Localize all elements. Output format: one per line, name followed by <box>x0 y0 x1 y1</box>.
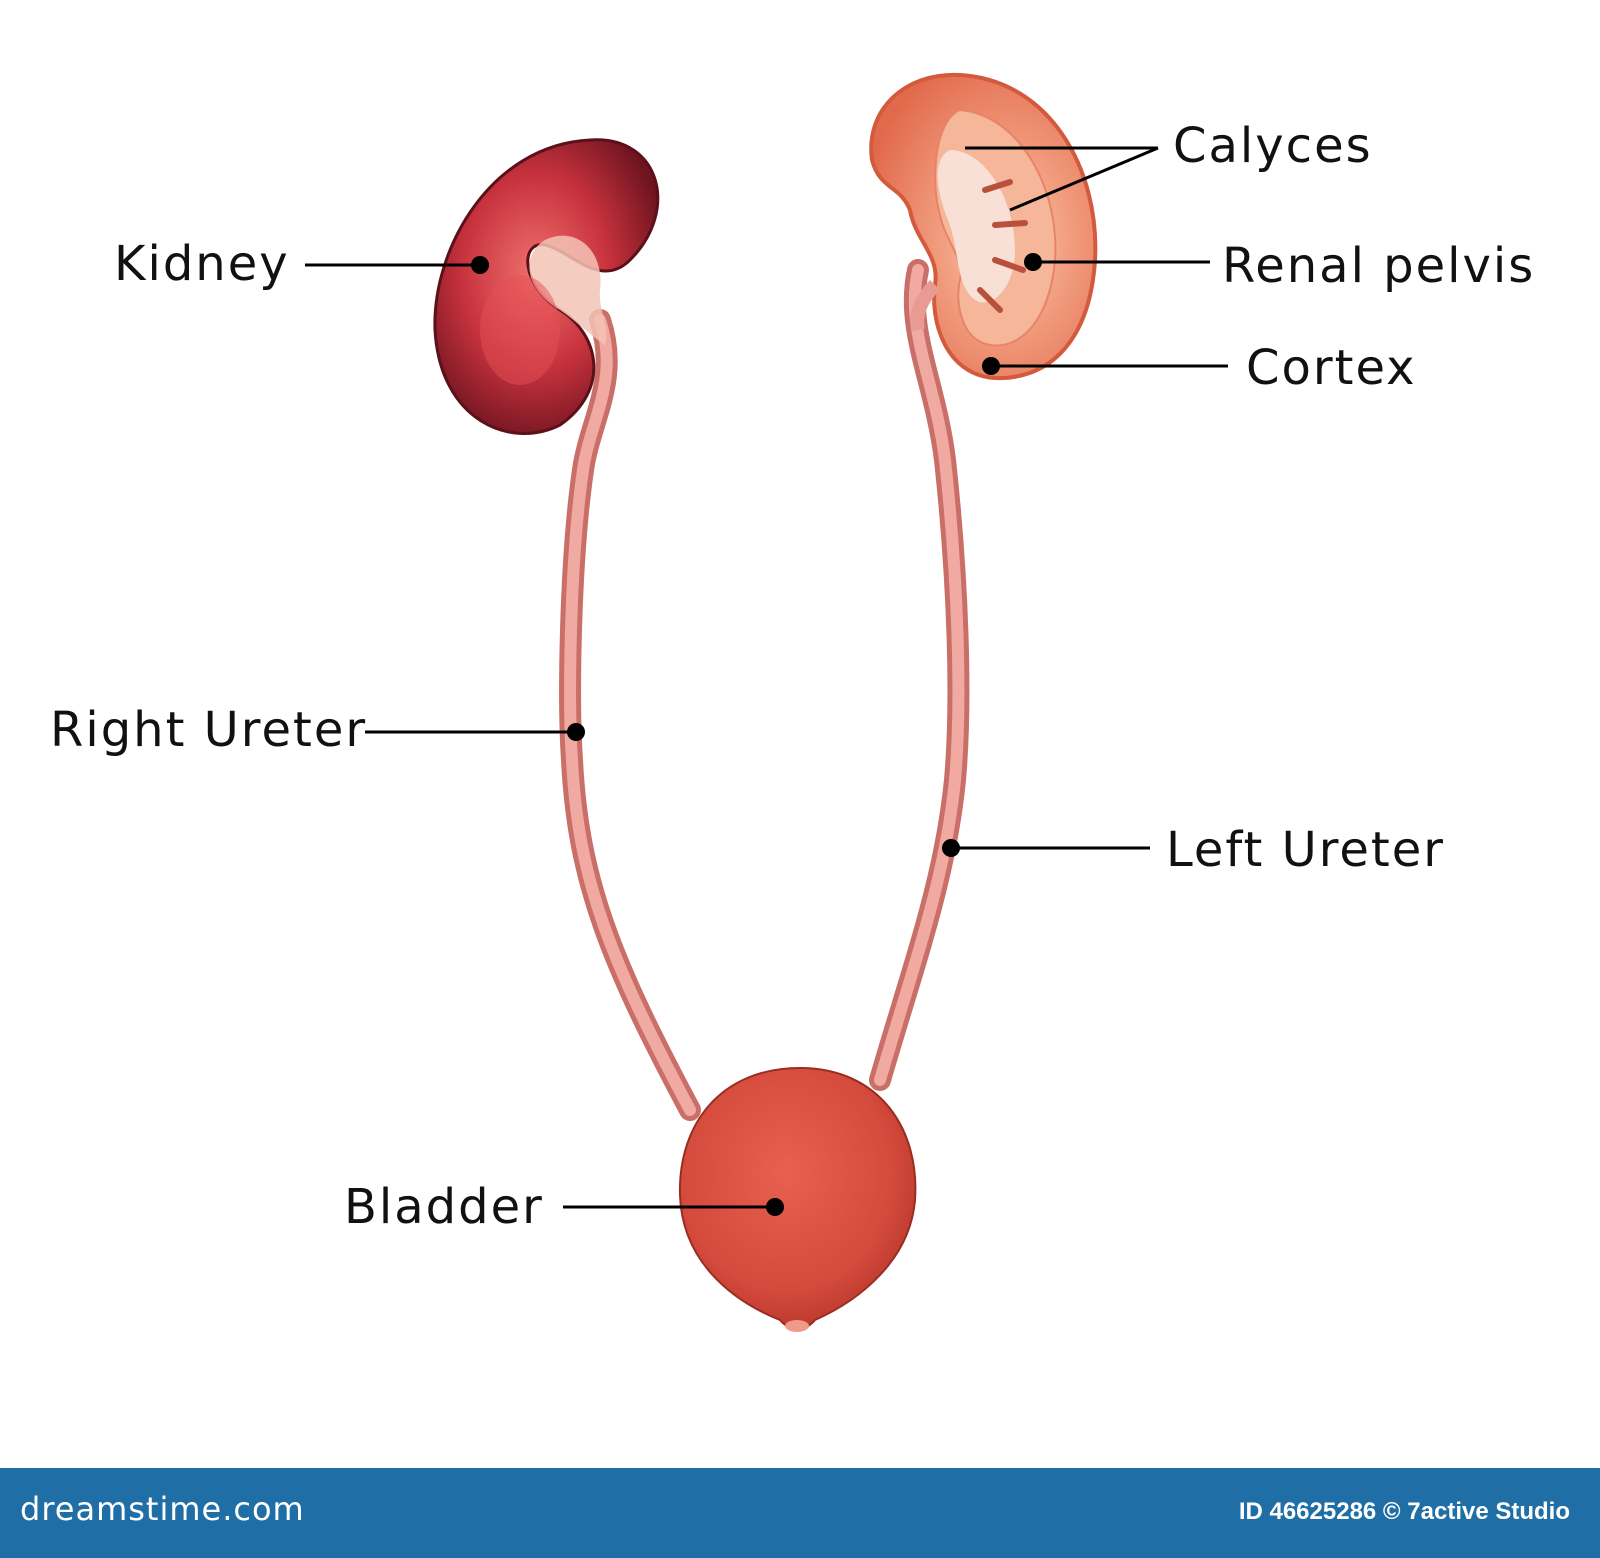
label-bladder: Bladder <box>344 1179 544 1235</box>
label-right-ureter: Right Ureter <box>50 702 368 758</box>
label-renal-pelvis: Renal pelvis <box>1222 238 1536 294</box>
label-calyces: Calyces <box>1173 118 1373 174</box>
image-credit: ID 46625286 © 7active Studio <box>1238 1498 1570 1525</box>
brand-logo[interactable]: dreamstime.com <box>20 1490 305 1528</box>
label-cortex: Cortex <box>1246 340 1417 396</box>
leader-dots <box>471 253 1042 1216</box>
kidney-external <box>433 138 660 435</box>
urinary-system-diagram <box>305 72 1228 1332</box>
footer-bar: dreamstime.com ID 46625286 © 7active Stu… <box>0 1468 1600 1558</box>
label-kidney: Kidney <box>114 236 290 292</box>
kidney-section <box>869 72 1098 381</box>
bladder-organ <box>678 1066 917 1332</box>
leader-lines <box>305 146 1228 1209</box>
label-left-ureter: Left Ureter <box>1166 822 1445 878</box>
